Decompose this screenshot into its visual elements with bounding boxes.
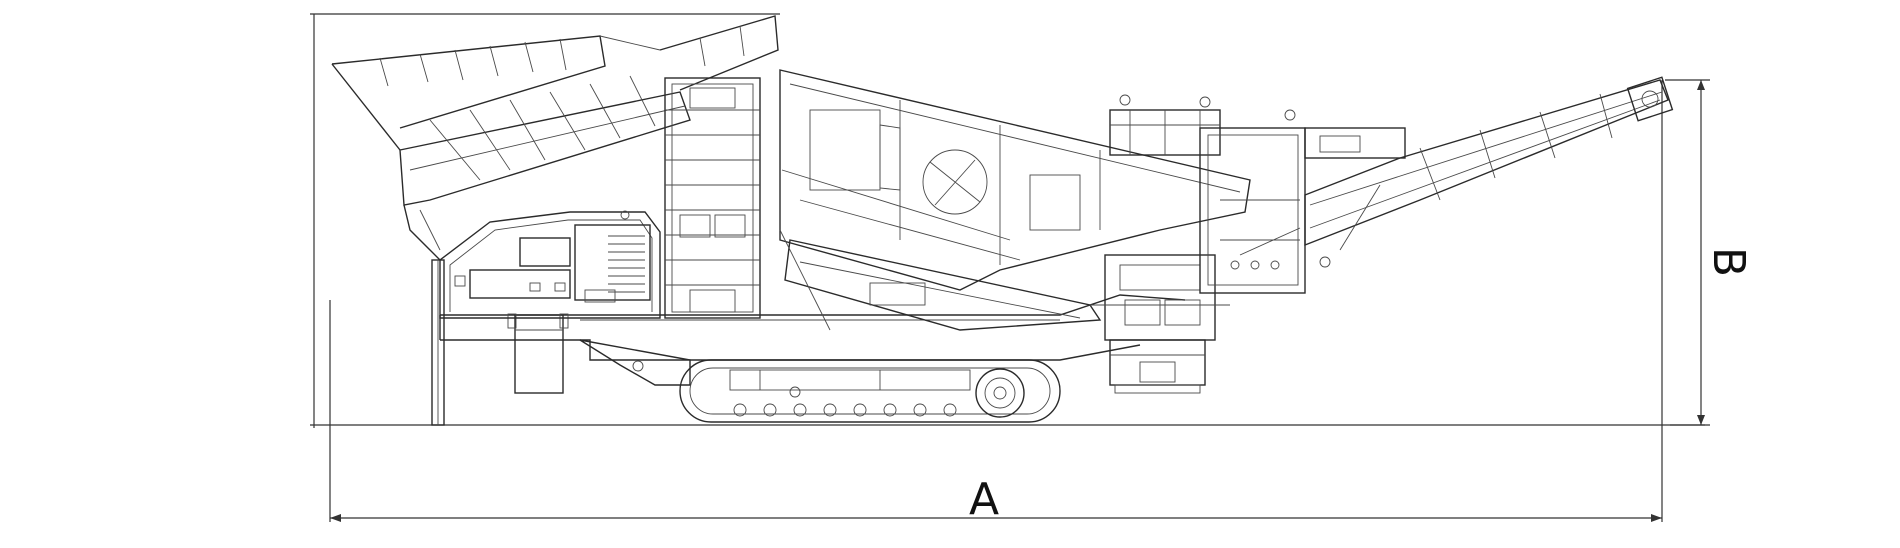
feed-hopper <box>331 15 779 261</box>
track-undercarriage <box>679 359 1061 423</box>
dimension-lines <box>310 13 1710 522</box>
drive-sprocket <box>975 368 1025 418</box>
track-rollers <box>733 403 957 417</box>
main-chassis <box>431 259 1186 426</box>
dimension-a-label: A <box>969 474 999 525</box>
side-conveyor-hub <box>1199 109 1406 294</box>
rear-discharge-section <box>1090 94 1230 394</box>
elevator-tower <box>664 77 761 319</box>
screen-box <box>779 69 1251 331</box>
engine-housing <box>439 210 661 319</box>
dimension-b-label: B <box>1703 247 1754 277</box>
cooling-grille <box>608 235 645 293</box>
discharge-conveyor <box>1239 76 1674 268</box>
